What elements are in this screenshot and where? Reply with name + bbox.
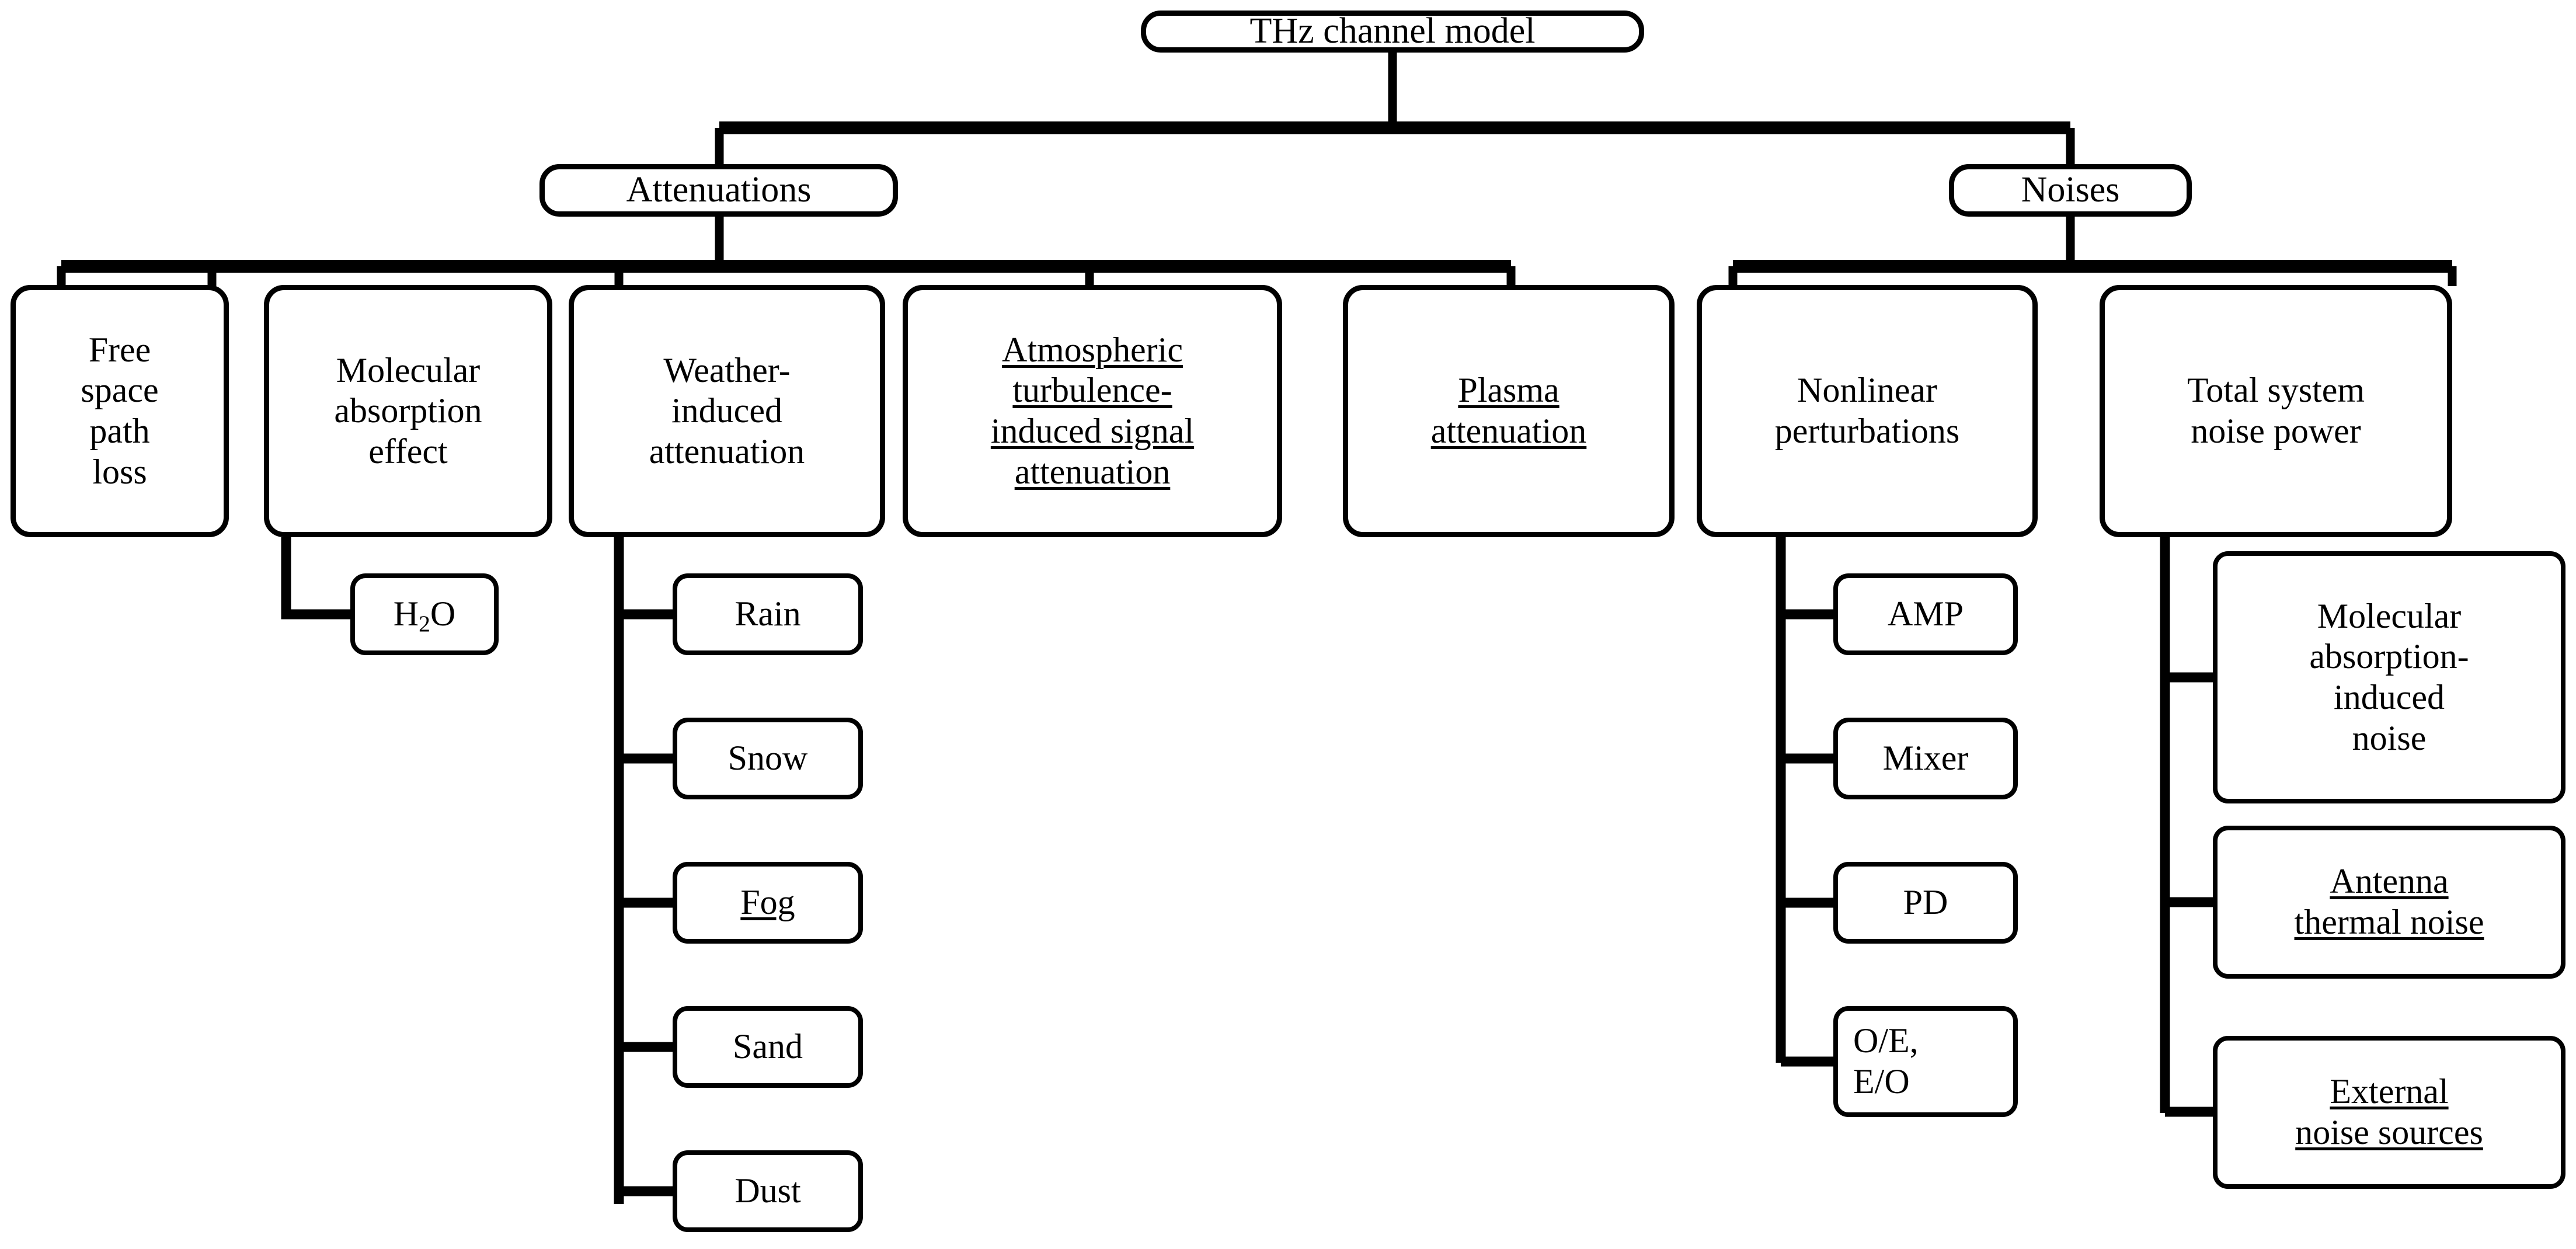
node-label: Noises [2021,170,2120,210]
node-weather-dust[interactable]: Dust [673,1150,863,1232]
node-label: Rain [734,594,801,634]
node-oe-eo[interactable]: O/E, E/O [1833,1006,2018,1117]
node-weather-induced-attenuation[interactable]: Weather- induced attenuation [569,285,885,537]
node-weather-sand[interactable]: Sand [673,1006,863,1088]
node-label: Nonlinear perturbations [1774,371,1960,450]
node-antenna-thermal-noise[interactable]: Antenna thermal noise [2213,826,2565,979]
node-molecular-absorption-induced-noise[interactable]: Molecular absorption- induced noise [2213,551,2565,803]
node-molecular-absorption-effect[interactable]: Molecular absorption effect [264,285,552,537]
node-label: Plasma attenuation [1430,371,1587,450]
node-nonlinear-perturbations[interactable]: Nonlinear perturbations [1697,285,2038,537]
node-label: Mixer [1882,739,1969,778]
node-weather-fog[interactable]: Fog [673,862,863,944]
node-label: Attenuations [626,170,812,210]
node-h2o[interactable]: H2O [350,573,499,655]
node-label: Atmospheric turbulence- induced signal a… [990,330,1195,491]
node-amp[interactable]: AMP [1833,573,2018,655]
node-noises[interactable]: Noises [1949,164,2192,217]
node-label: Molecular absorption- induced noise [2309,596,2469,757]
node-total-system-noise-power[interactable]: Total system noise power [2100,285,2452,537]
node-label: Weather- induced attenuation [649,350,805,471]
node-label: AMP [1887,594,1964,634]
node-pd[interactable]: PD [1833,862,2018,944]
node-label: Sand [733,1027,803,1066]
node-label: THz channel model [1249,11,1536,51]
node-label: Total system noise power [2187,371,2365,450]
node-label: O/E, E/O [1853,1021,1919,1101]
node-plasma-attenuation[interactable]: Plasma attenuation [1343,285,1675,537]
node-label: Molecular absorption effect [334,350,482,471]
node-weather-snow[interactable]: Snow [673,718,863,799]
node-weather-rain[interactable]: Rain [673,573,863,655]
node-label: H2O [393,594,456,637]
node-label: Dust [734,1171,801,1210]
node-attenuations[interactable]: Attenuations [539,164,898,217]
node-label: Snow [727,739,808,778]
node-label: Antenna thermal noise [2294,862,2484,941]
node-label: Fog [740,883,795,922]
node-label: External noise sources [2295,1072,2483,1151]
node-external-noise-sources[interactable]: External noise sources [2213,1036,2565,1189]
node-label: Free space path loss [81,330,159,491]
node-label: PD [1903,883,1948,922]
node-mixer[interactable]: Mixer [1833,718,2018,799]
node-free-space-path-loss[interactable]: Free space path loss [11,285,229,537]
node-atmospheric-turbulence-induced-signal-attenuation[interactable]: Atmospheric turbulence- induced signal a… [903,285,1282,537]
node-root-thz-channel-model[interactable]: THz channel model [1141,11,1644,53]
